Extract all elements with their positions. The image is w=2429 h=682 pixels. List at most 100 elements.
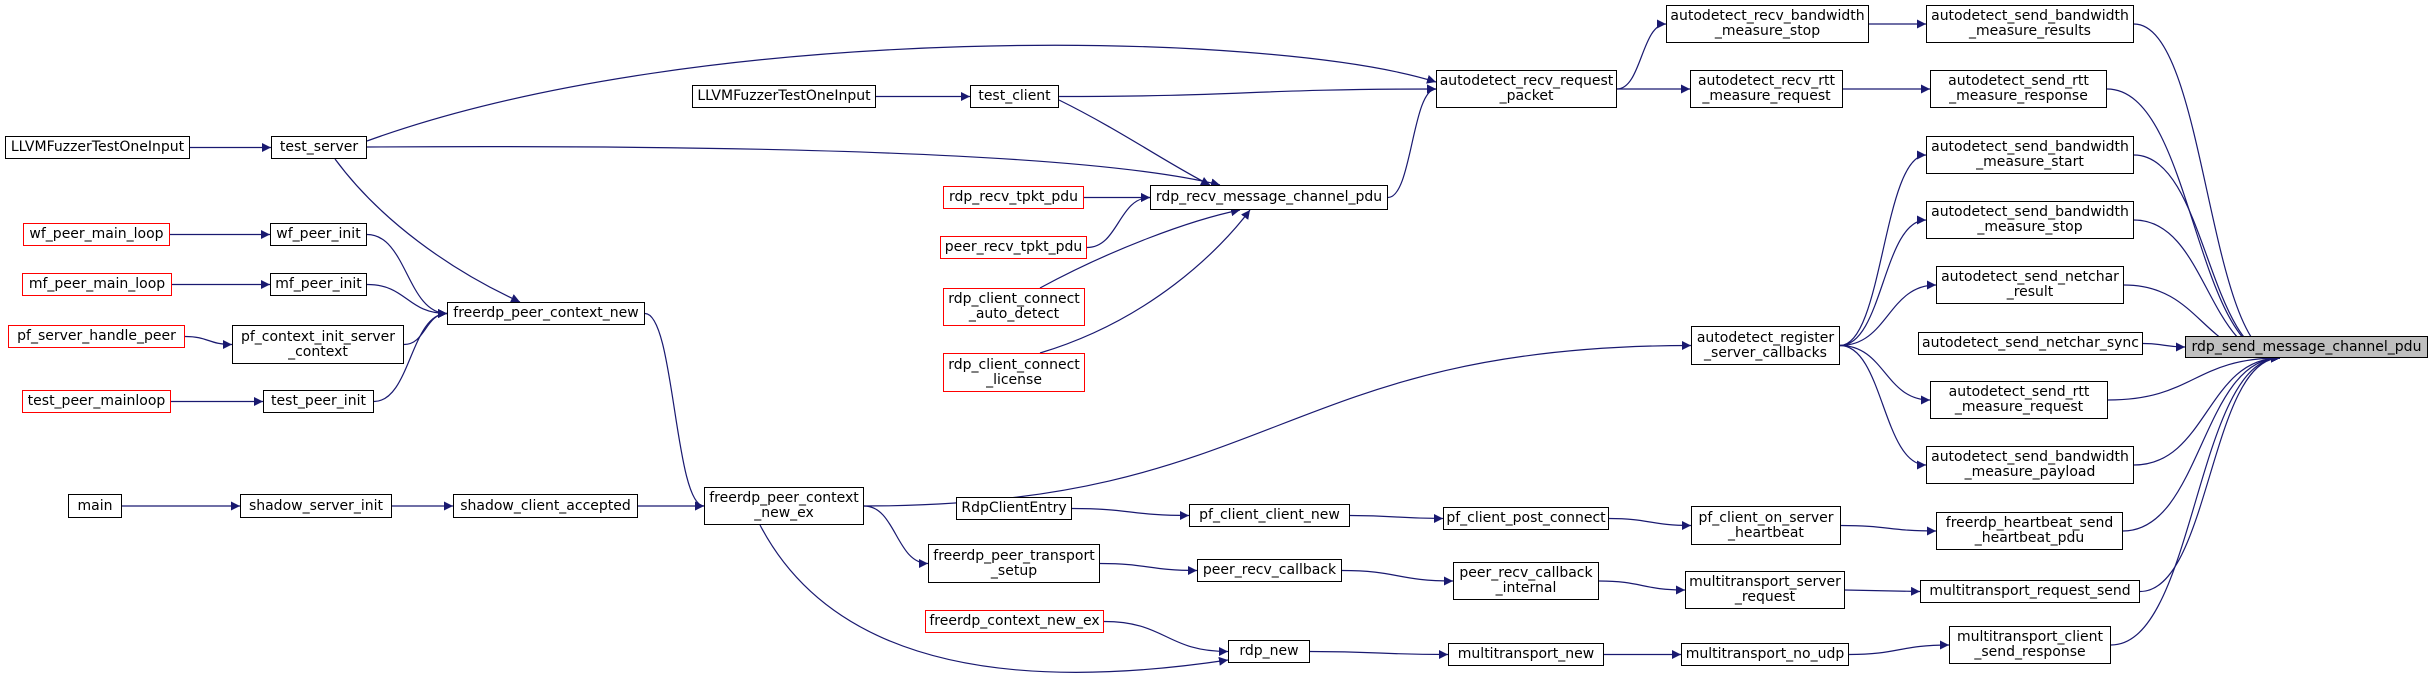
node-wf-peer-init[interactable]: wf_peer_init <box>270 223 367 246</box>
node-ad-send-netchar-sync[interactable]: autodetect_send_netchar_sync <box>1918 332 2143 355</box>
node-fr-peer-transport-setup[interactable]: freerdp_peer_transport_setup <box>928 544 1100 583</box>
node-peer-recv-tpkt-pdu[interactable]: peer_recv_tpkt_pdu <box>940 236 1087 259</box>
edge-mt-request-send-to-rdp-send-message-channel-pdu <box>2139 353 2281 593</box>
node-ad-register-server-callbacks[interactable]: autodetect_register_server_callbacks <box>1691 326 1840 365</box>
node-wf-peer-main-loop[interactable]: wf_peer_main_loop <box>23 223 170 246</box>
node-ad-send-rtt-response[interactable]: autodetect_send_rtt_measure_response <box>1930 70 2107 108</box>
edge-fr-context-new-ex-to-rdp-new <box>1103 620 1229 656</box>
node-label-line: mf_peer_main_loop <box>28 276 166 292</box>
node-rdp-recv-message-channel-pdu[interactable]: rdp_recv_message_channel_pdu <box>1150 185 1388 210</box>
node-label-line: test_server <box>279 139 359 155</box>
node-peer-recv-callback-internal[interactable]: peer_recv_callback_internal <box>1453 562 1599 600</box>
node-mf-peer-init[interactable]: mf_peer_init <box>270 273 367 296</box>
edge-test-client-to-ad-recv-request-packet <box>1058 84 1437 98</box>
node-pf-context-init-server-context[interactable]: pf_context_init_server_context <box>232 325 404 364</box>
node-label-line: _server_callbacks <box>1704 344 1827 361</box>
edge-pf-client-post-connect-to-pf-client-on-server-heartbeat <box>1608 517 1692 530</box>
node-test-client[interactable]: test_client <box>970 85 1059 108</box>
node-ad-send-netchar-result[interactable]: autodetect_send_netchar_result <box>1936 266 2124 304</box>
edge-ad-send-bw-start-to-rdp-send-message-channel-pdu <box>2133 154 2281 363</box>
node-label-line: multitransport_client <box>1957 629 2103 645</box>
node-mt-no-udp[interactable]: multitransport_no_udp <box>1681 643 1849 666</box>
node-rdp-send-message-channel-pdu[interactable]: rdp_send_message_channel_pdu <box>2185 336 2428 358</box>
node-label-line: pf_client_post_connect <box>1446 510 1606 526</box>
node-rdp-client-connect-license[interactable]: rdp_client_connect_license <box>943 353 1085 392</box>
node-label-line: autodetect_send_rtt <box>1948 73 2089 89</box>
node-shadow-client-accepted[interactable]: shadow_client_accepted <box>453 494 638 518</box>
node-label-line: _measure_start <box>1976 154 2084 170</box>
node-fr-heartbeat-send[interactable]: freerdp_heartbeat_send_heartbeat_pdu <box>1936 512 2123 550</box>
node-ad-send-bw-results[interactable]: autodetect_send_bandwidth_measure_result… <box>1926 5 2134 43</box>
node-label-line: autodetect_recv_request <box>1439 73 1614 89</box>
node-label-line: pf_server_handle_peer <box>17 328 176 344</box>
node-label-line: autodetect_send_bandwidth <box>1931 139 2129 155</box>
node-label-line: _request <box>1734 589 1796 605</box>
node-rdp-recv-tpkt-pdu[interactable]: rdp_recv_tpkt_pdu <box>943 186 1084 209</box>
node-pf-client-on-server-heartbeat[interactable]: pf_client_on_server_heartbeat <box>1691 506 1841 545</box>
edge-rdp-recv-message-channel-pdu-to-ad-recv-request-packet <box>1387 84 1437 199</box>
node-fr-context-new-ex[interactable]: freerdp_context_new_ex <box>925 610 1104 633</box>
node-label-line: freerdp_context_new_ex <box>929 613 1100 629</box>
node-fr-peer-context-new-ex[interactable]: freerdp_peer_context_new_ex <box>704 487 864 525</box>
node-label-line: _measure_results <box>1969 23 2091 39</box>
edge-mt-server-request-to-mt-request-send <box>1844 586 1921 596</box>
node-multitransport-new[interactable]: multitransport_new <box>1448 643 1604 666</box>
node-label-line: _measure_request <box>1702 88 1831 104</box>
node-pf-server-handle-peer[interactable]: pf_server_handle_peer <box>8 325 185 348</box>
node-label-line: peer_recv_callback <box>1459 565 1593 581</box>
node-test-server[interactable]: test_server <box>271 136 367 159</box>
node-label-line: autodetect_send_bandwidth <box>1931 449 2129 465</box>
node-ad-recv-rtt-request[interactable]: autodetect_recv_rtt_measure_request <box>1690 70 1843 108</box>
node-label-line: _measure_stop <box>1714 23 1821 39</box>
node-label-line: rdp_send_message_channel_pdu <box>2191 338 2422 355</box>
node-test-peer-init[interactable]: test_peer_init <box>263 390 374 413</box>
edge-test-peer-init-to-fr-peer-context-new <box>373 309 448 403</box>
node-label-line: wf_peer_init <box>276 226 361 242</box>
node-label-line: _measure_stop <box>1977 219 2083 235</box>
node-mf-peer-main-loop[interactable]: mf_peer_main_loop <box>22 273 172 296</box>
node-label-line: freerdp_peer_context <box>709 490 859 506</box>
node-pf-client-client-new[interactable]: pf_client_client_new <box>1189 504 1350 527</box>
node-pf-client-post-connect[interactable]: pf_client_post_connect <box>1443 507 1609 530</box>
node-ad-recv-request-packet[interactable]: autodetect_recv_request_packet <box>1436 70 1617 108</box>
node-label-line: mf_peer_init <box>275 276 362 292</box>
node-shadow-server-init[interactable]: shadow_server_init <box>240 494 392 518</box>
edge-ad-register-server-callbacks-to-ad-send-bw-start <box>1839 150 1927 347</box>
node-mt-server-request[interactable]: multitransport_server_request <box>1685 571 1845 609</box>
node-ad-send-bw-stop[interactable]: autodetect_send_bandwidth_measure_stop <box>1926 201 2134 239</box>
node-LLVMFuzzer-client[interactable]: LLVMFuzzerTestOneInput <box>692 85 876 108</box>
node-label-line: multitransport_server <box>1689 574 1841 590</box>
edge-pf-client-on-server-heartbeat-to-fr-heartbeat-send <box>1840 524 1937 536</box>
edge-ad-register-server-callbacks-to-ad-send-bw-stop <box>1839 215 1927 347</box>
node-LLVMFuzzer-server[interactable]: LLVMFuzzerTestOneInput <box>5 136 190 159</box>
edge-fr-peer-context-new-ex-to-rdp-new <box>759 524 1229 673</box>
node-ad-send-rtt-request[interactable]: autodetect_send_rtt_measure_request <box>1930 381 2108 419</box>
edge-test-server-to-rdp-recv-message-channel-pdu <box>366 146 1221 188</box>
node-peer-recv-callback[interactable]: peer_recv_callback <box>1197 559 1342 582</box>
node-ad-send-bw-start[interactable]: autodetect_send_bandwidth_measure_start <box>1926 136 2134 174</box>
node-main[interactable]: main <box>68 494 122 518</box>
node-RdpClientEntry[interactable]: RdpClientEntry <box>956 497 1072 520</box>
node-label-line: test_peer_init <box>271 393 366 409</box>
node-label-line: _packet <box>1499 88 1554 104</box>
node-mt-client-send-response[interactable]: multitransport_client_send_response <box>1949 626 2111 664</box>
node-fr-peer-context-new[interactable]: freerdp_peer_context_new <box>447 302 645 325</box>
edge-peer-recv-callback-internal-to-mt-server-request <box>1598 580 1686 595</box>
node-label-line: _auto_detect <box>968 306 1060 322</box>
node-ad-recv-bw-stop[interactable]: autodetect_recv_bandwidth_measure_stop <box>1666 5 1869 43</box>
node-test-peer-mainloop[interactable]: test_peer_mainloop <box>22 390 171 413</box>
node-label-line: LLVMFuzzerTestOneInput <box>10 139 185 155</box>
node-mt-request-send[interactable]: multitransport_request_send <box>1920 580 2140 603</box>
node-label-line: RdpClientEntry <box>961 500 1067 516</box>
edge-pf-client-client-new-to-pf-client-post-connect <box>1349 513 1444 523</box>
edge-ad-register-server-callbacks-to-ad-send-rtt-request <box>1839 344 1931 405</box>
node-ad-send-bw-payload[interactable]: autodetect_send_bandwidth_measure_payloa… <box>1926 446 2134 484</box>
node-label-line: _measure_request <box>1954 399 2084 415</box>
node-label-line: LLVMFuzzerTestOneInput <box>697 88 871 104</box>
node-label-line: freerdp_peer_transport <box>933 547 1095 564</box>
node-label-line: multitransport_request_send <box>1929 583 2131 599</box>
node-label-line: freerdp_heartbeat_send <box>1945 515 2114 531</box>
node-rdp-new[interactable]: rdp_new <box>1228 640 1310 663</box>
node-rdp-client-connect-auto-detect[interactable]: rdp_client_connect_auto_detect <box>943 288 1085 326</box>
